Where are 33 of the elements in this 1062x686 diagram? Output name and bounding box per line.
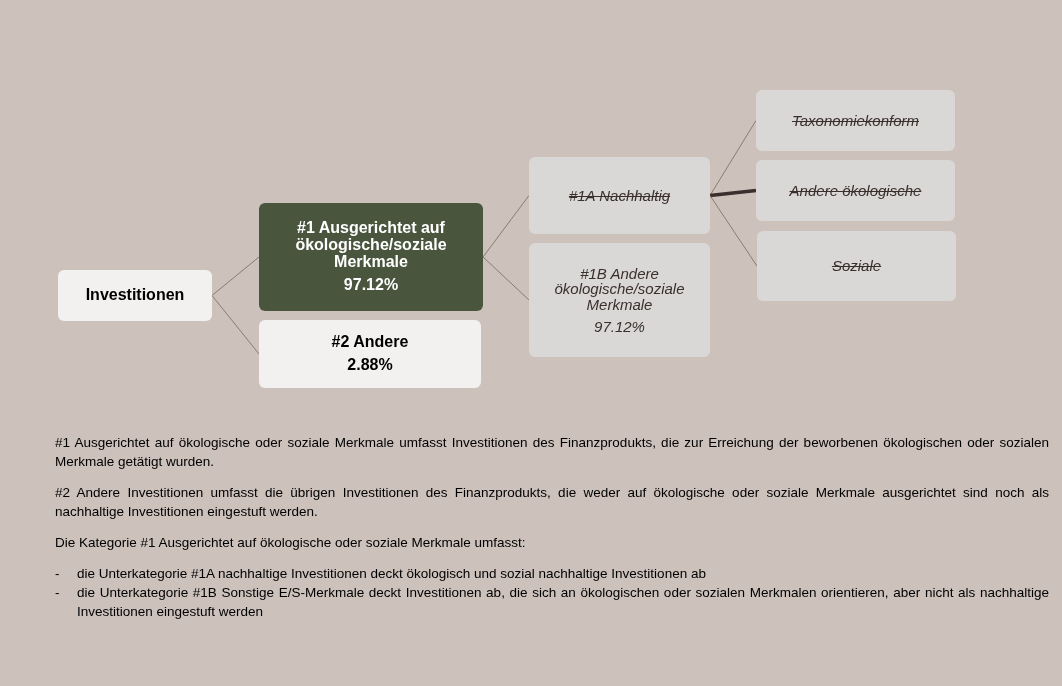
category-box [756, 90, 955, 151]
list-dash: - [55, 565, 61, 583]
list-dash: - [55, 584, 61, 602]
category-box [58, 270, 212, 321]
category-label: #1A Nachhaltig [568, 187, 671, 204]
category-label: #1B Andere ökologische/soziale Merkmale [553, 265, 686, 313]
list-item-text: die Unterkategorie #1B Sonstige E/S-Merkmale deckt Investitionen ab, die sich an ökologischen oder sozialen Merkmalen orientieren, aber nicht als nachhaltige Investitionen eingestuft werden [77, 584, 1049, 621]
connector-line [211, 295, 260, 355]
percentage-value: 97.12% [594, 318, 645, 335]
category-box [756, 160, 955, 221]
connector-line [482, 195, 530, 258]
connector-line [709, 120, 757, 196]
category-box [529, 157, 710, 234]
category-label: Soziale [831, 258, 882, 274]
category-label: Andere ökologische [789, 182, 922, 199]
explanation-paragraph: #1 Ausgerichtet auf ökologische oder soziale Merkmale umfasst Investitionen des Finanzprodukts, die zur Erreichung der beworbenen ökologischen oder sozialen Merkmale getätigt wurden. [55, 434, 1049, 471]
category-label: Taxonomiekonform [792, 112, 919, 129]
connector-line [709, 188, 757, 198]
explanation-paragraph: #2 Andere Investitionen umfasst die übrigen Investitionen des Finanzprodukts, die weder auf ökologische oder soziale Merkmale ausgerichtet sind noch als nachhaltige Investitionen eingestuft werden. [55, 484, 1049, 521]
category-label: Investitionen [85, 287, 185, 304]
category-box [529, 243, 710, 357]
percentage-value: 97.12% [343, 276, 399, 294]
connector-line [709, 195, 758, 267]
category-box [259, 203, 483, 311]
category-label: #1 Ausgerichtet auf ökologische/soziale Merkmale [294, 220, 448, 271]
category-label: #2 Andere [331, 334, 409, 351]
percentage-value: 2.88% [347, 357, 393, 374]
connector-line [211, 256, 260, 296]
category-box [259, 320, 481, 388]
category-box [757, 231, 956, 301]
explanation-paragraph: Die Kategorie #1 Ausgerichtet auf ökologische oder soziale Merkmale umfasst: [55, 534, 527, 552]
list-item-text: die Unterkategorie #1A nachhaltige Investitionen deckt ökologisch und sozial nachhaltige Investitionen ab [77, 565, 706, 583]
connector-line [482, 256, 530, 301]
